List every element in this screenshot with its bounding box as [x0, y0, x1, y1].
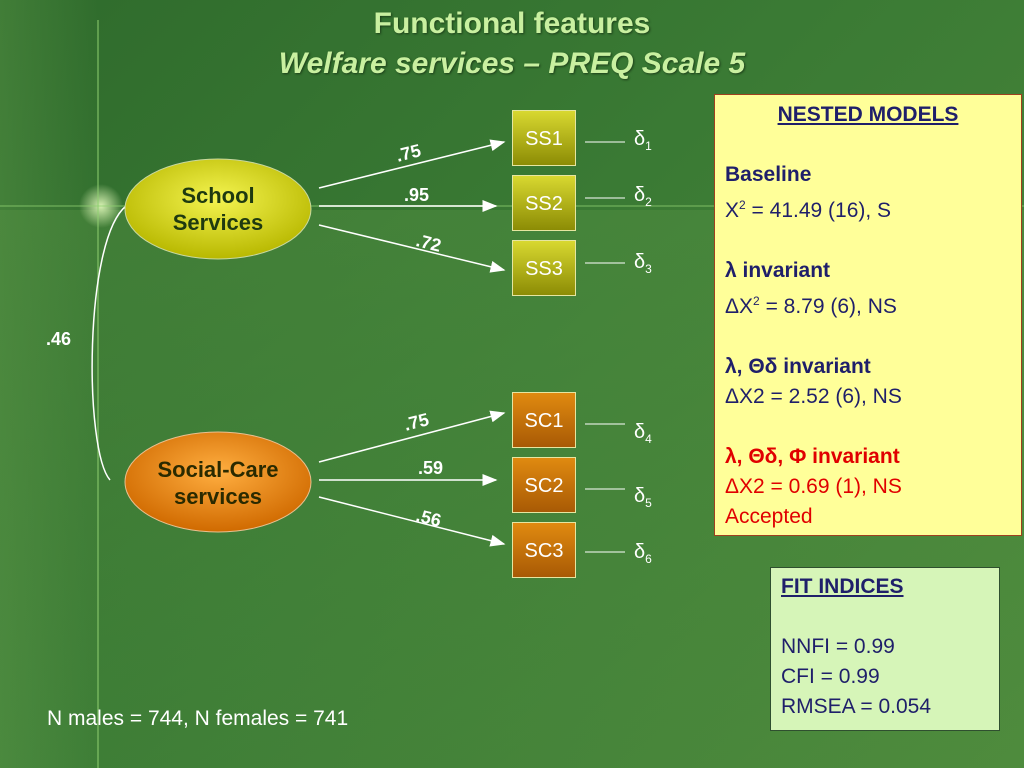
factor-school-services	[124, 158, 312, 260]
nested-models-panel: NESTED MODELS Baseline X2 = 41.49 (16), …	[714, 94, 1022, 536]
loading-label-sc2: .59	[418, 458, 444, 478]
correlation-arc	[91, 205, 127, 481]
model2-value: ΔX2 = 2.52 (6), NS	[725, 385, 902, 408]
error-term-1: δ1	[634, 128, 652, 153]
model3-status: Accepted	[725, 505, 813, 528]
fit-nnfi: NNFI = 0.99	[781, 635, 895, 658]
glow-decoration	[79, 184, 123, 228]
baseline-label: Baseline	[725, 163, 812, 186]
model1-label: λ invariant	[725, 259, 831, 282]
baseline-value: X2 = 41.49 (16), S	[725, 198, 892, 222]
background-stripe	[0, 0, 98, 768]
indicator-sc3: SC3	[512, 522, 576, 578]
indicator-ss3: SS3	[512, 240, 576, 296]
model2-label: λ, Θδ invariant	[725, 355, 871, 378]
slide-subtitle: Welfare services – PREQ Scale 5	[278, 47, 746, 80]
indicator-ss2: SS2	[512, 175, 576, 231]
loading-arrow-ss1	[318, 139, 506, 189]
error-term-5: δ5	[634, 485, 652, 510]
factor-social-care-services	[124, 431, 312, 533]
error-term-6: δ6	[634, 541, 652, 566]
fit-cfi: CFI = 0.99	[781, 665, 880, 688]
loading-arrow-ss3	[318, 224, 506, 273]
loading-arrow-sc1	[318, 410, 506, 463]
model1-value: ΔX2 = 8.79 (6), NS	[725, 294, 897, 318]
sample-size-footer: N males = 744, N females = 741	[47, 707, 349, 730]
slide-title-block: Functional features Welfare services – P…	[0, 4, 1024, 84]
factor-social-label: Social-Care services	[157, 457, 279, 509]
indicator-sc1: SC1	[512, 392, 576, 448]
fit-rmsea: RMSEA = 0.054	[781, 695, 932, 718]
error-term-4: δ4	[634, 421, 652, 446]
loading-arrow-sc3	[318, 496, 506, 547]
correlation-label: .46	[46, 329, 72, 349]
model3-value: ΔX2 = 0.69 (1), NS	[725, 475, 902, 498]
slide-title: Functional features	[373, 7, 651, 40]
fit-indices-panel: FIT INDICES NNFI = 0.99 CFI = 0.99 RMSEA…	[770, 567, 1000, 731]
indicator-ss1: SS1	[512, 110, 576, 166]
fit-indices-heading: FIT INDICES	[781, 575, 904, 598]
error-term-3: δ3	[634, 251, 652, 276]
nested-models-heading: NESTED MODELS	[777, 103, 959, 126]
indicator-sc2: SC2	[512, 457, 576, 513]
factor-school-label: School Services	[172, 183, 264, 235]
error-term-2: δ2	[634, 184, 652, 209]
model3-label: λ, Θδ, Φ invariant	[725, 445, 900, 468]
loading-label-ss2: .95	[404, 185, 430, 205]
